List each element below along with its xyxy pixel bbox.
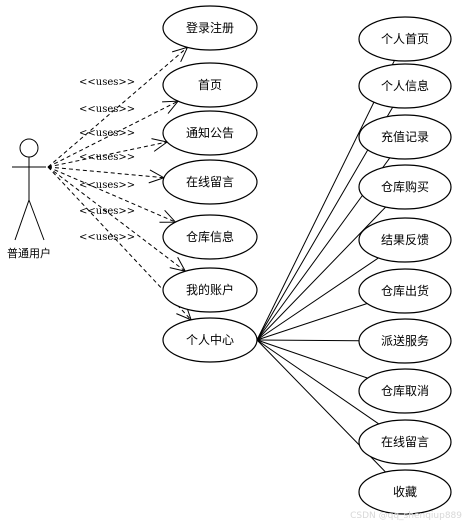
sub-use-case-ellipse [358,368,452,414]
open-arrowhead [162,100,180,114]
sub-use-case-ellipse [358,469,452,515]
sub-use-case-label: 在线留言 [381,435,429,449]
sub-use-case-ellipse [358,419,452,465]
association-line [256,339,380,425]
use-cases-layer: 登录注册首页通知公告在线留言仓库信息我的账户个人中心个人首页个人信息充值记录仓库… [162,5,452,515]
uses-stereotype-label: <<uses>> [79,206,135,217]
open-arrowhead [159,209,177,223]
use-case-ellipse [162,159,258,205]
association-line [256,303,368,341]
sub-use-case: 仓库出货 [358,268,452,314]
use-case: 在线留言 [162,159,258,205]
actor-head [19,138,39,158]
sub-use-case-ellipse [358,16,452,62]
sub-use-case: 在线留言 [358,419,452,465]
uses-stereotype-label: <<uses>> [79,128,135,139]
use-case-ellipse [162,62,258,108]
sub-use-case: 派送服务 [358,318,452,364]
use-case-label: 登录注册 [186,20,234,35]
use-case: 通知公告 [162,110,258,156]
association-line [256,257,379,341]
sub-use-case-ellipse [358,318,452,364]
sub-use-case: 仓库取消 [358,368,452,414]
sub-use-case-label: 派送服务 [381,333,429,348]
uses-stereotype-label: <<uses>> [79,180,135,191]
uses-dependency-line [47,166,186,272]
sub-use-case-ellipse [358,268,452,314]
use-case-ellipse [162,214,258,260]
sub-use-case-ellipse [358,164,452,210]
use-case-ellipse [162,110,258,156]
uses-dependency-line [47,141,168,168]
use-case-label: 个人中心 [186,332,234,347]
uses-stereotype-label: <<uses>> [79,232,135,243]
sub-use-case-label: 结果反馈 [381,233,429,247]
sub-use-case-ellipse [358,63,452,109]
use-case-label: 首页 [198,78,222,92]
use-case-ellipse [162,317,258,363]
sub-use-case: 仓库购买 [358,164,452,210]
actor-right-leg [28,199,45,241]
actor-name: 普通用户 [7,246,51,260]
use-case: 首页 [162,62,258,108]
association-line [256,339,368,379]
sub-use-case: 收藏 [358,469,452,515]
sub-use-case: 充值记录 [358,114,452,160]
uses-dependency-line [47,166,164,179]
use-case-ellipse [162,267,258,313]
sub-use-case-label: 仓库出货 [381,283,429,298]
use-case: 仓库信息 [162,214,258,260]
actor-left-leg [14,199,30,241]
use-case-ellipse [162,5,258,51]
use-case: 个人中心 [162,317,258,363]
uses-dependency-line [47,166,176,223]
use-case-label: 在线留言 [186,175,234,189]
open-arrowhead [172,46,189,62]
uses-dependency-line [47,46,188,168]
association-line [256,206,387,341]
sub-use-case-label: 仓库购买 [381,179,429,194]
sub-use-case-label: 充值记录 [381,129,429,144]
sub-use-case-label: 个人信息 [381,78,429,93]
uses-stereotype-label: <<uses>> [79,77,135,88]
sub-use-case: 个人信息 [358,63,452,109]
sub-use-case-ellipse [358,217,452,263]
sub-use-case: 结果反馈 [358,217,452,263]
use-case-label: 仓库信息 [186,229,234,244]
actor: 普通用户 [7,138,51,260]
uses-stereotype-label: <<uses>> [79,152,135,163]
sub-use-case-ellipse [358,114,452,160]
use-case: 登录注册 [162,5,258,51]
watermark: CSDN @qq_shenqiup889 [350,511,462,521]
open-arrowhead [148,169,166,184]
use-case-label: 我的账户 [186,282,234,297]
use-case-label: 通知公告 [186,126,234,140]
association-line [256,339,360,342]
sub-use-case: 个人首页 [358,16,452,62]
sub-use-case-label: 个人首页 [381,32,429,46]
sub-use-case-label: 收藏 [393,485,417,499]
association-line [256,60,395,341]
uses-dependency-line [47,100,179,168]
sub-use-case-label: 仓库取消 [381,383,429,398]
use-case: 我的账户 [162,267,258,313]
uses-stereotype-label: <<uses>> [79,104,135,115]
